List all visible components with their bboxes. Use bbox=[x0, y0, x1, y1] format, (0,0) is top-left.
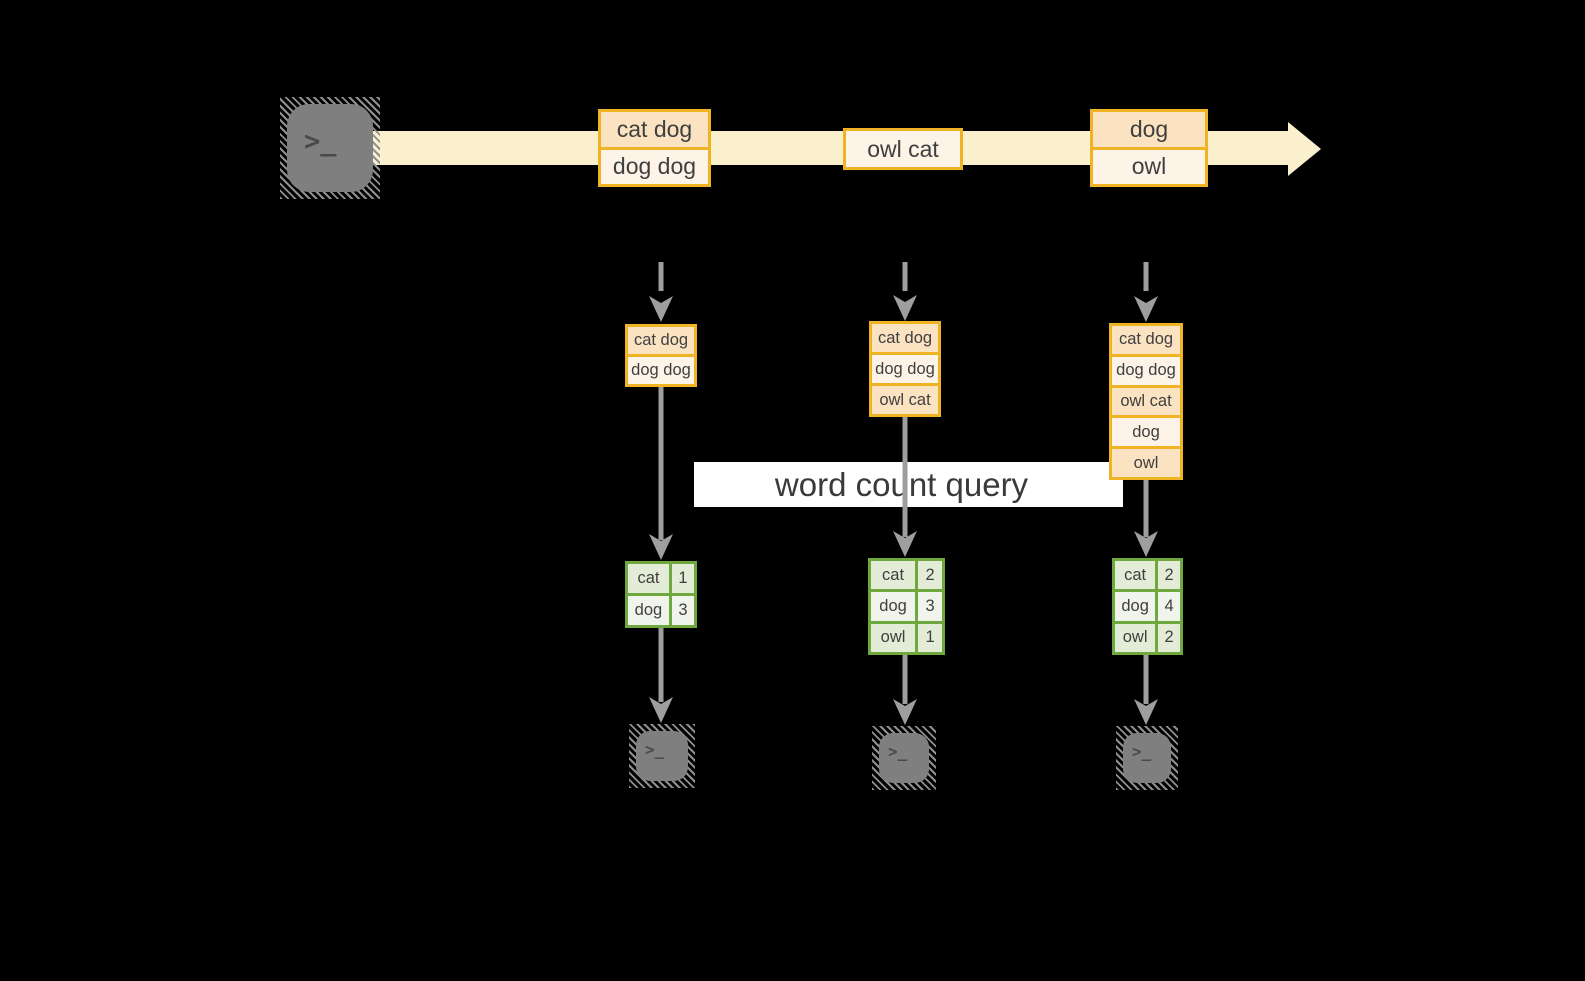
buffer-line: dog dog bbox=[872, 355, 938, 383]
terminal-sink-icon-2: >_ bbox=[872, 726, 936, 790]
buffer-line: dog dog bbox=[1112, 356, 1180, 385]
count-word: dog bbox=[628, 596, 669, 625]
count-word: owl bbox=[871, 623, 916, 652]
buffer-line: dog dog bbox=[628, 357, 694, 384]
sink-arrow-col2 bbox=[893, 655, 917, 725]
terminal-source-icon: >_ bbox=[280, 97, 380, 199]
state-buffer-1: cat dog dog dog bbox=[625, 324, 697, 387]
count-value: 2 bbox=[1158, 623, 1180, 652]
count-word: dog bbox=[871, 592, 916, 621]
count-value: 2 bbox=[918, 561, 942, 590]
buffer-line: cat dog bbox=[1112, 326, 1180, 354]
dashed-arrow-col3 bbox=[1134, 262, 1158, 322]
buffer-line: cat dog bbox=[872, 324, 938, 352]
sink-arrow-col3 bbox=[1134, 655, 1158, 725]
buffer-line: dog bbox=[1112, 418, 1180, 447]
stream-record-1: cat dog dog dog bbox=[598, 109, 711, 187]
sink-arrow-col1 bbox=[649, 628, 673, 723]
terminal-screen: >_ bbox=[636, 731, 688, 781]
buffer-line: owl bbox=[1112, 449, 1180, 477]
terminal-screen: >_ bbox=[879, 733, 929, 783]
state-buffer-3: cat dog dog dog owl cat dog owl bbox=[1109, 323, 1183, 480]
stream-record-line: dog bbox=[1093, 112, 1205, 147]
query-arrow-col1 bbox=[649, 387, 673, 560]
prompt-glyph: >_ bbox=[888, 742, 908, 761]
count-table-2: cat 2 dog 3 owl 1 bbox=[868, 558, 945, 655]
buffer-line: cat dog bbox=[628, 327, 694, 354]
count-word: cat bbox=[871, 561, 916, 590]
state-buffer-2: cat dog dog dog owl cat bbox=[869, 321, 941, 417]
count-value: 3 bbox=[671, 596, 694, 625]
terminal-screen: >_ bbox=[1123, 733, 1171, 783]
query-label-band: word count query bbox=[694, 462, 1123, 507]
dashed-arrow-col1 bbox=[649, 262, 673, 322]
buffer-line: owl cat bbox=[1112, 387, 1180, 416]
count-value: 1 bbox=[918, 623, 942, 652]
count-word: cat bbox=[628, 564, 669, 593]
count-table-1: cat 1 dog 3 bbox=[625, 561, 697, 628]
stream-record-line: owl cat bbox=[846, 131, 960, 167]
stream-record-line: cat dog bbox=[601, 112, 708, 147]
stream-record-line: owl bbox=[1093, 149, 1205, 184]
prompt-glyph: >_ bbox=[645, 740, 665, 759]
count-word: owl bbox=[1115, 623, 1156, 652]
dashed-arrow-col2 bbox=[893, 262, 917, 321]
count-word: cat bbox=[1115, 561, 1156, 590]
prompt-glyph: >_ bbox=[1132, 742, 1152, 761]
count-table-3: cat 2 dog 4 owl 2 bbox=[1112, 558, 1183, 655]
count-value: 3 bbox=[918, 592, 942, 621]
prompt-glyph: >_ bbox=[304, 126, 337, 157]
stream-record-line: dog dog bbox=[601, 149, 708, 184]
count-word: dog bbox=[1115, 592, 1156, 621]
terminal-sink-icon-3: >_ bbox=[1116, 726, 1178, 790]
count-value: 1 bbox=[671, 564, 694, 593]
terminal-screen: >_ bbox=[287, 104, 373, 192]
query-label: word count query bbox=[774, 465, 1029, 503]
count-value: 4 bbox=[1158, 592, 1180, 621]
count-value: 2 bbox=[1158, 561, 1180, 590]
stream-record-2: owl cat bbox=[843, 128, 963, 170]
query-arrow-col3 bbox=[1134, 480, 1158, 557]
terminal-sink-icon-1: >_ bbox=[629, 724, 695, 788]
stream-arrowhead bbox=[1288, 122, 1321, 176]
stream-record-3: dog owl bbox=[1090, 109, 1208, 187]
buffer-line: owl cat bbox=[872, 386, 938, 414]
